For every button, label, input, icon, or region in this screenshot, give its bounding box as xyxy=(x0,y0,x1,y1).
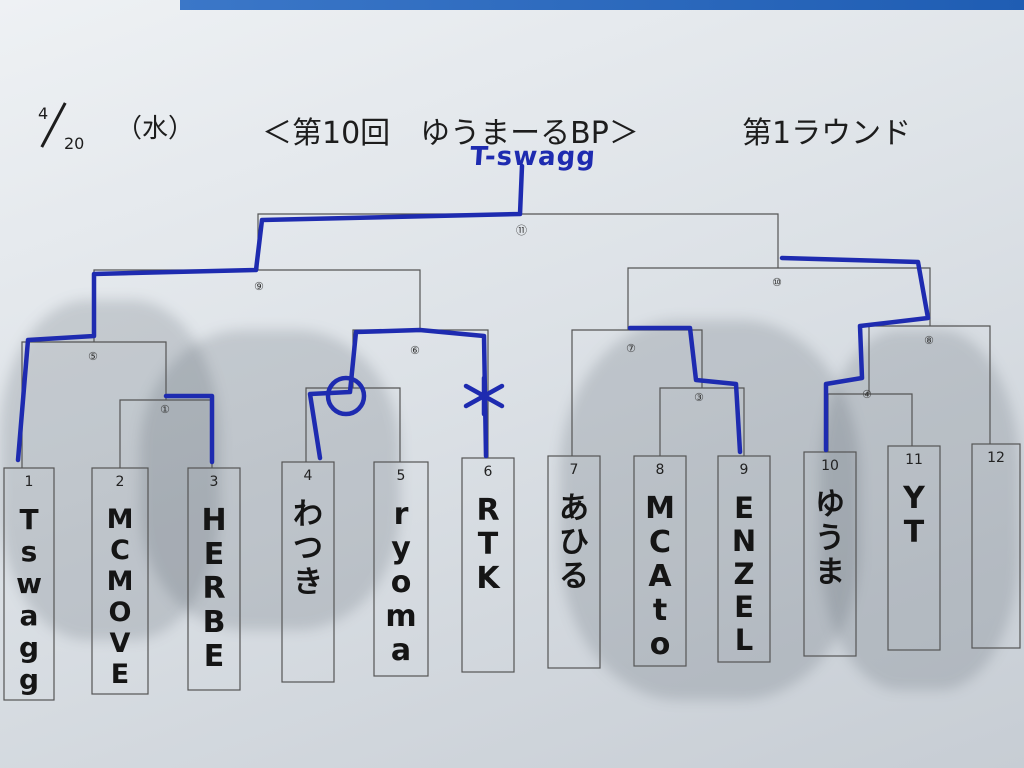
name-character: R xyxy=(202,571,226,606)
date-month: 4 xyxy=(38,104,49,123)
name-character: T xyxy=(477,527,499,562)
name-character: m xyxy=(385,599,417,634)
name-character: t xyxy=(652,593,668,628)
name-character: o xyxy=(390,565,412,600)
name-character: g xyxy=(18,631,40,664)
name-character: E xyxy=(203,639,225,674)
name-character: w xyxy=(16,567,42,600)
name-character: L xyxy=(734,623,754,657)
name-character: M xyxy=(645,491,675,526)
name-character: o xyxy=(649,627,671,662)
blue-banner-strip xyxy=(180,0,1024,10)
name-character: Z xyxy=(733,557,755,591)
match-label: ③ xyxy=(694,391,704,404)
name-character: N xyxy=(731,524,757,558)
seat-number: 1 xyxy=(24,474,34,490)
weekday: （水） xyxy=(116,114,195,144)
event-title: ＜第10回 ゆうまーるBP＞ xyxy=(262,116,639,151)
name-character: B xyxy=(202,605,226,640)
match-label: ① xyxy=(160,403,170,416)
name-character: C xyxy=(110,535,130,566)
name-character: ゆ xyxy=(815,487,845,522)
hand-shadow xyxy=(0,300,220,640)
name-character: R xyxy=(476,493,500,528)
match-label: ⑩ xyxy=(772,276,782,289)
seat-number: 8 xyxy=(655,462,665,478)
seat-number: 10 xyxy=(821,458,839,474)
name-character: H xyxy=(201,503,227,538)
name-character: M xyxy=(106,566,134,597)
entrant-name xyxy=(972,472,1020,648)
name-character: V xyxy=(109,628,131,659)
match-label: ⑦ xyxy=(626,342,636,355)
name-character: a xyxy=(390,633,412,668)
round-title: 第1ラウンド xyxy=(742,116,912,151)
winner-path-marker xyxy=(15,163,931,465)
match-label: ④ xyxy=(862,388,872,401)
name-character: E xyxy=(734,590,754,624)
seat-number: 4 xyxy=(303,468,313,484)
seat-number: 5 xyxy=(396,468,406,484)
name-character: Y xyxy=(903,481,925,516)
name-character: O xyxy=(108,597,132,628)
name-character: r xyxy=(393,497,409,532)
name-character: K xyxy=(476,561,500,596)
name-character: M xyxy=(106,504,134,535)
seat-number: 12 xyxy=(987,450,1005,466)
name-character: T xyxy=(903,515,925,550)
name-character: わ xyxy=(293,497,323,532)
name-character: つ xyxy=(293,531,323,566)
seat-number: 11 xyxy=(905,452,923,468)
match-label: ⑥ xyxy=(410,344,420,357)
hand-shadow xyxy=(820,330,1020,690)
name-character: T xyxy=(19,503,39,536)
name-character: う xyxy=(815,521,845,556)
name-character: ひ xyxy=(559,525,589,560)
name-character: き xyxy=(293,565,323,600)
name-character: A xyxy=(648,559,672,594)
match-label: ⑧ xyxy=(924,334,934,347)
name-character: g xyxy=(18,663,40,696)
match-label: ⑤ xyxy=(88,350,98,363)
seat-number: 7 xyxy=(569,462,579,478)
entrant-name: ゆうま xyxy=(804,480,856,656)
name-character: a xyxy=(19,599,39,632)
name-character: ま xyxy=(815,555,845,590)
match-label: ⑨ xyxy=(254,280,264,293)
seat-number: 6 xyxy=(483,464,493,480)
seat-number: 3 xyxy=(209,474,219,490)
seat-number: 2 xyxy=(115,474,125,490)
date-day: 20 xyxy=(64,134,85,153)
entrant-name: わつき xyxy=(282,490,334,682)
name-character: s xyxy=(20,535,38,568)
name-character: E xyxy=(734,491,754,525)
seat-number: 9 xyxy=(739,462,749,478)
name-character: y xyxy=(391,531,411,566)
match-label: ⑪ xyxy=(516,224,527,237)
name-character: る xyxy=(559,559,589,594)
name-character: C xyxy=(648,525,672,560)
name-character: あ xyxy=(559,491,589,526)
name-character: E xyxy=(203,537,225,572)
name-character: E xyxy=(110,659,130,690)
entrant-name: あひる xyxy=(548,484,600,668)
